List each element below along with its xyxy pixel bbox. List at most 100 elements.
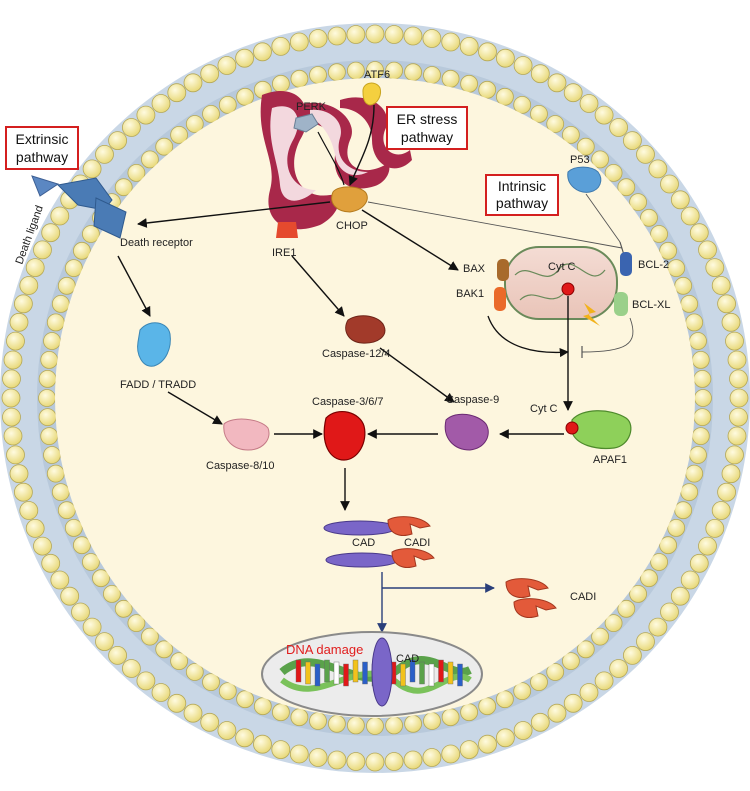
- membrane-bead: [674, 276, 693, 295]
- membrane-bead: [71, 602, 90, 622]
- membrane-bead: [73, 536, 91, 555]
- death-ligand: [31, 175, 60, 197]
- bax-label: BAX: [463, 263, 486, 275]
- membrane-bead: [530, 712, 550, 732]
- dna-base-pair: [362, 661, 368, 685]
- membrane-bead: [200, 712, 220, 732]
- apaf1-label: APAF1: [593, 454, 627, 466]
- bax-bak-activation-arrow: [487, 315, 569, 358]
- membrane-bead: [478, 80, 497, 99]
- free-cadi: [505, 578, 557, 618]
- membrane-bead: [108, 131, 127, 151]
- membrane-bead: [365, 752, 385, 772]
- cytc-bound-molecule: [565, 421, 579, 435]
- caspase-12-4-label: Caspase-12/4: [322, 348, 391, 360]
- dna-base-pair: [305, 661, 311, 685]
- svg-text:pathway: pathway: [496, 195, 548, 211]
- membrane-bead: [253, 734, 272, 754]
- fadd-tradd-protein: [137, 322, 171, 367]
- cell-membrane: [0, 23, 750, 773]
- membrane-bead: [617, 599, 636, 618]
- membrane-bead: [366, 717, 384, 735]
- membrane-bead: [659, 241, 677, 260]
- membrane-bead: [422, 29, 442, 48]
- membrane-bead: [46, 464, 65, 483]
- membrane-bead: [114, 599, 133, 618]
- membrane-bead: [51, 483, 70, 502]
- membrane-bead: [2, 369, 21, 389]
- membrane-bead: [327, 63, 346, 82]
- membrane-bead: [25, 258, 45, 278]
- membrane-bead: [151, 94, 171, 113]
- membrane-bead: [140, 150, 159, 169]
- membrane-bead: [167, 83, 187, 103]
- membrane-bead: [594, 105, 614, 125]
- dna-base-pair: [457, 663, 463, 687]
- membrane-bead: [691, 350, 710, 369]
- membrane-bead: [50, 570, 70, 590]
- membrane-bead: [513, 96, 532, 114]
- membrane-inner-beads: [38, 61, 712, 735]
- membrane-bead: [43, 332, 61, 350]
- membrane-bead: [478, 697, 497, 716]
- atf6-to-chop-arrow: [348, 104, 375, 186]
- membrane-bead: [423, 66, 441, 84]
- membrane-bead: [289, 744, 309, 764]
- membrane-bead: [576, 640, 595, 659]
- membrane-bead: [460, 703, 479, 722]
- membrane-bead: [235, 48, 255, 68]
- membrane-outer-beads: [1, 24, 749, 772]
- caspase-9-protein: [444, 413, 489, 451]
- membrane-bead: [57, 276, 76, 295]
- membrane-bead: [670, 190, 690, 210]
- chop-to-death-receptor-arrow: [137, 201, 331, 228]
- dna-base-pair: [428, 663, 435, 687]
- membrane-bead: [623, 131, 642, 151]
- membrane-bead: [38, 389, 56, 407]
- membrane-bead: [40, 427, 59, 446]
- membrane-bead: [38, 369, 57, 388]
- membrane-bead: [604, 163, 623, 182]
- membrane-bead: [253, 697, 272, 716]
- membrane-bead: [41, 223, 61, 243]
- membrane-bead: [689, 332, 707, 350]
- membrane-bead: [617, 178, 636, 197]
- membrane-bead: [591, 627, 609, 646]
- membrane-bead: [562, 652, 580, 670]
- membrane-bead: [727, 350, 747, 370]
- membrane-bead: [346, 25, 366, 44]
- membrane-bead: [218, 682, 237, 700]
- nucleus: [261, 631, 483, 717]
- membrane-bead: [721, 464, 741, 484]
- membrane-bead: [103, 585, 121, 603]
- membrane-bead: [41, 553, 61, 573]
- dna-base-pair: [343, 663, 349, 687]
- membrane-bead: [92, 569, 110, 588]
- membrane-bead: [717, 294, 736, 314]
- membrane-bead: [271, 74, 290, 93]
- membrane-bead: [121, 659, 141, 678]
- cadi-free-label: CADI: [570, 591, 596, 603]
- membrane-bead: [365, 24, 385, 44]
- membrane-bead: [127, 614, 146, 632]
- membrane-bead: [403, 26, 423, 46]
- endoplasmic-reticulum: [260, 91, 412, 230]
- membrane-bead: [73, 241, 91, 260]
- membrane-bead: [9, 312, 29, 332]
- membrane-bead: [218, 96, 237, 114]
- membrane-bead: [183, 73, 203, 93]
- membrane-bead: [308, 748, 328, 767]
- membrane-bead: [136, 671, 156, 691]
- dna-base-pair: [324, 659, 330, 683]
- membrane-bead: [579, 683, 599, 702]
- mitochondrion: [504, 246, 618, 320]
- cytc-molecule: [561, 282, 575, 296]
- bax-protein: [497, 259, 509, 281]
- bcl2-label: BCL-2: [638, 259, 669, 271]
- membrane-bead: [327, 750, 347, 770]
- chop-label: CHOP: [336, 220, 368, 232]
- svg-text:pathway: pathway: [401, 129, 453, 145]
- ire1-to-caspase12-arrow: [291, 255, 345, 317]
- p53-protein: [567, 166, 602, 193]
- membrane-bead: [513, 721, 533, 740]
